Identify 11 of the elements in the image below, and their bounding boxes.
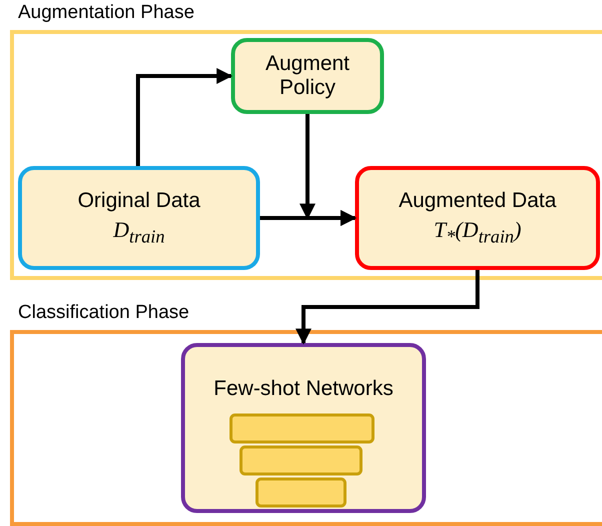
arrow — [136, 68, 233, 166]
arrow — [260, 210, 357, 226]
math-formula: T$_{*}$(D$_{train}$) — [434, 216, 522, 248]
arrow — [296, 270, 480, 345]
node-title: Original Data — [78, 188, 200, 213]
math-formula: D$_{train}$ — [113, 216, 165, 248]
node-title: Few-shot Networks — [214, 377, 394, 402]
node-title: Augmented Data — [398, 188, 556, 213]
phase-heading: Augmentation Phase — [18, 2, 194, 24]
phase-heading: Classification Phase — [18, 302, 190, 324]
node-title: Augment Policy — [264, 52, 351, 100]
